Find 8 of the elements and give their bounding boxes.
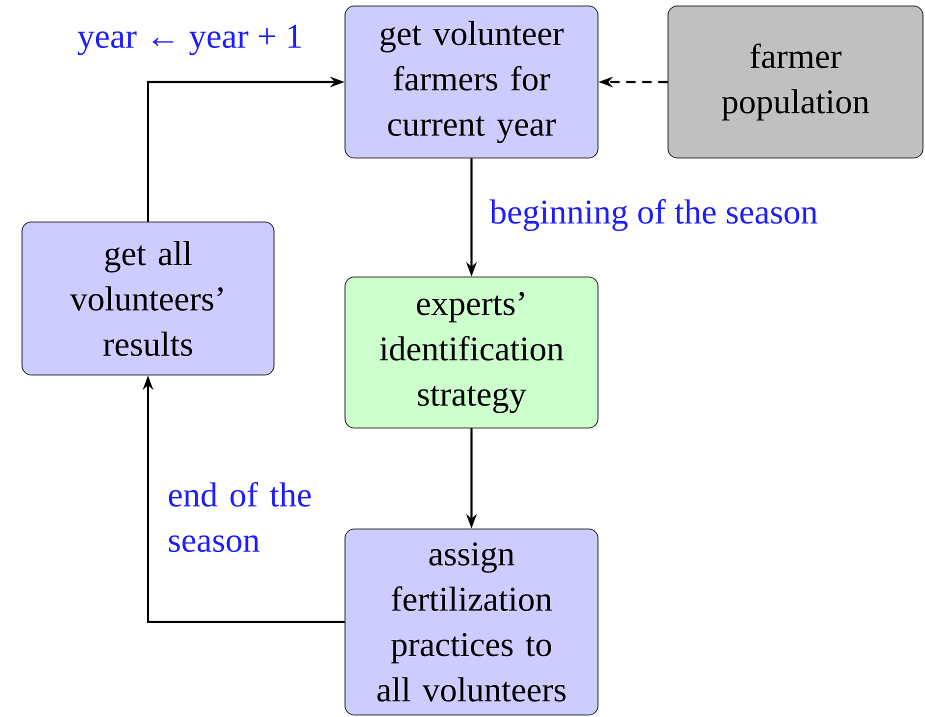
- edge-label: beginning of the season: [490, 199, 818, 231]
- edge-label: end of the season: [168, 482, 311, 552]
- process-box: get all volunteers’ results: [22, 222, 274, 376]
- process-box: farmer population: [668, 6, 924, 158]
- process-box: get volunteer farmers for current year: [344, 6, 598, 158]
- edge-label: year ← year + 1: [78, 24, 301, 56]
- process-box: assign fertilization practices to all volunteers: [344, 528, 598, 716]
- process-box: experts’ identification strategy: [344, 276, 598, 428]
